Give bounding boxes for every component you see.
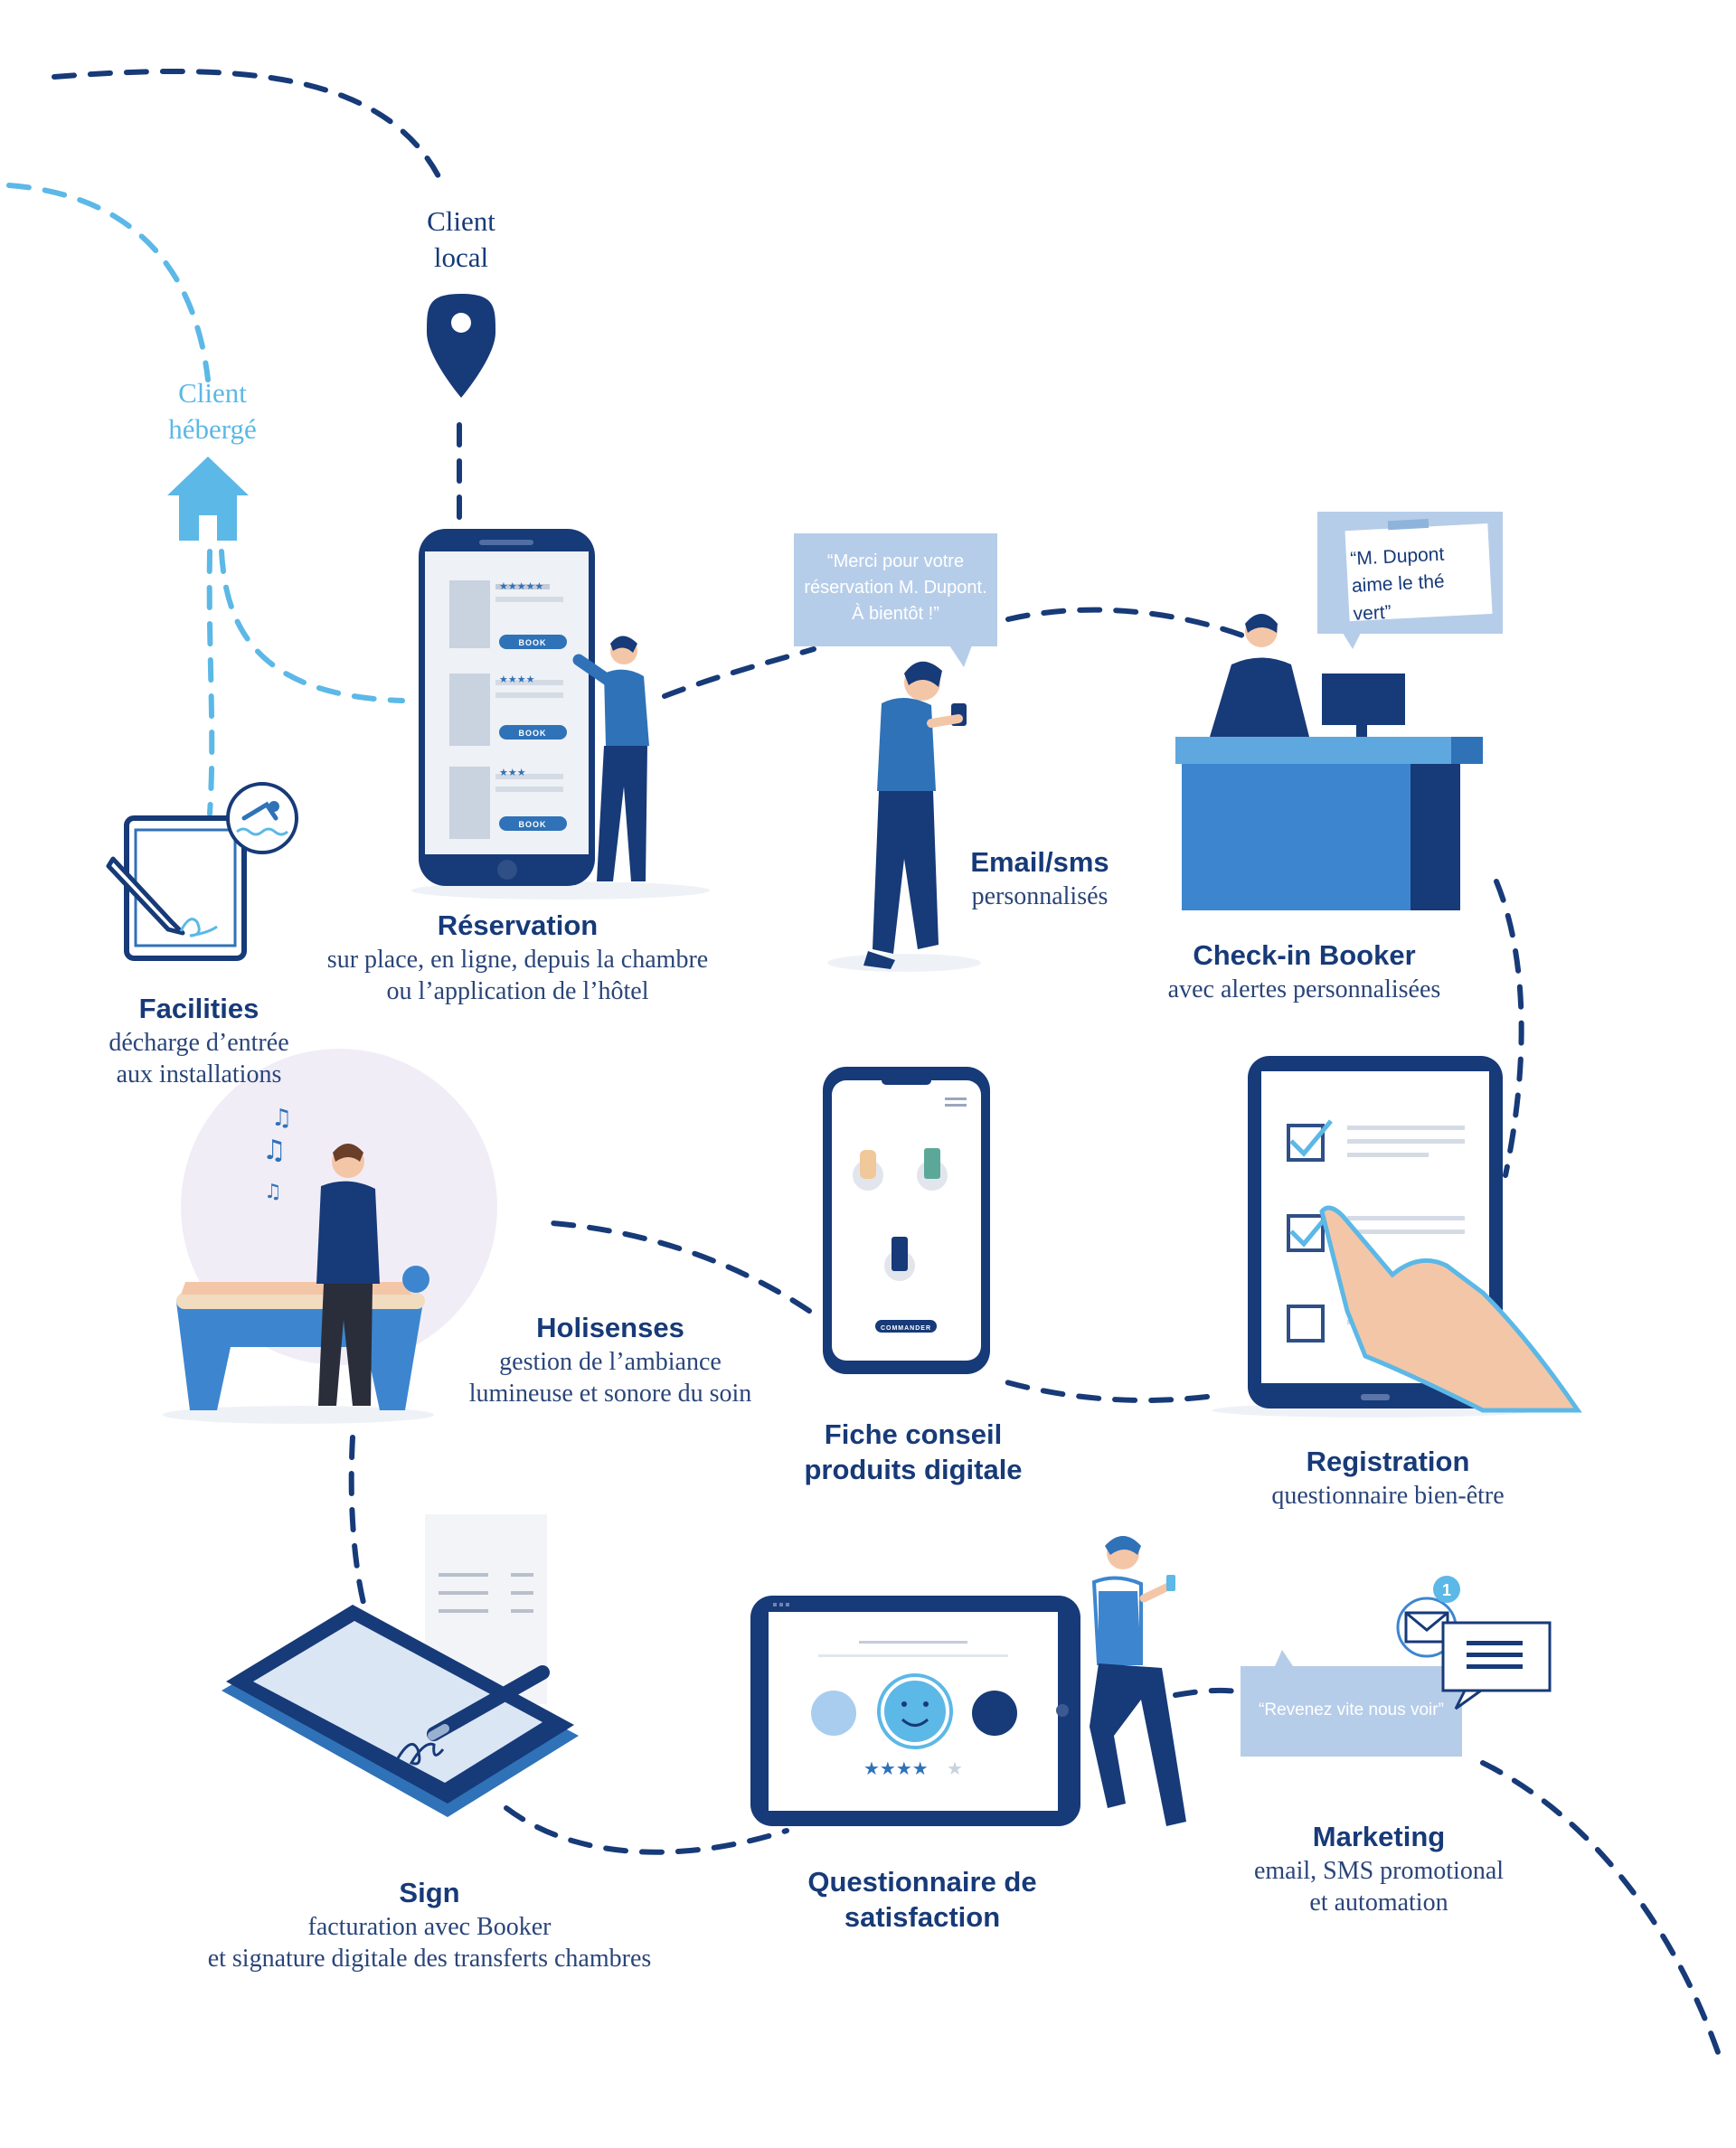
path-sign-to-questionnaire bbox=[504, 1805, 789, 1855]
path-client-heberge bbox=[6, 183, 211, 382]
path-questionnaire-to-marketing bbox=[1173, 1687, 1246, 1698]
woman-with-phone-illustration bbox=[827, 661, 981, 972]
step-holisenses: Holisenses gestion de l’ambiance lumineu… bbox=[439, 1311, 782, 1409]
step-title: satisfaction bbox=[844, 1900, 1001, 1933]
path-reservation-to-email bbox=[662, 646, 816, 699]
path-registration-to-fiche bbox=[1001, 1379, 1210, 1403]
svg-text:★★★: ★★★ bbox=[499, 767, 526, 778]
step-title: Registration bbox=[1306, 1446, 1470, 1477]
checkin-note-bubble bbox=[1317, 512, 1503, 649]
sign-tablet-illustration bbox=[222, 1514, 579, 1817]
commander-button-label: COMMANDER bbox=[881, 1325, 931, 1332]
step-subtitle: email, SMS promotional bbox=[1253, 1856, 1505, 1885]
path-email-to-checkin bbox=[1005, 607, 1250, 640]
client-heberge-line1: Client bbox=[178, 377, 247, 409]
client-heberge-label: Client hébergé bbox=[140, 375, 285, 448]
location-pin-icon bbox=[427, 294, 495, 398]
client-heberge-line2: hébergé bbox=[168, 413, 257, 446]
step-title: Fiche conseil bbox=[824, 1418, 1003, 1450]
step-subtitle: lumineuse et sonore du soin bbox=[468, 1379, 752, 1408]
client-local-line1: Client bbox=[427, 205, 495, 237]
man-booking-illustration bbox=[572, 636, 649, 881]
email-bubble-line: “Merci pour votre bbox=[826, 551, 965, 571]
man-walking-illustration bbox=[1090, 1536, 1186, 1826]
step-title: Réservation bbox=[437, 909, 599, 941]
step-fiche-conseil: Fiche conseil produits digitale bbox=[778, 1418, 1049, 1488]
step-title: Sign bbox=[399, 1877, 460, 1908]
step-title: Email/sms bbox=[970, 846, 1109, 878]
reservation-phone-illustration: ★★★★★ ★★★★ ★★★ bbox=[411, 529, 710, 900]
satisfaction-tablet-illustration: ★★★★ ★ bbox=[750, 1596, 1080, 1826]
book-button-label: BOOK bbox=[519, 820, 547, 829]
step-email-sms: Email/sms personnalisés bbox=[940, 845, 1139, 912]
step-registration: Registration questionnaire bien-être bbox=[1221, 1445, 1555, 1512]
path-checkin-to-registration bbox=[1494, 879, 1524, 1178]
email-speech-bubble bbox=[794, 533, 997, 667]
client-local-line2: local bbox=[433, 241, 489, 274]
registration-tablet-illustration bbox=[1212, 1056, 1582, 1418]
checkin-desk-illustration bbox=[1175, 614, 1483, 910]
path-fiche-to-holisenses bbox=[538, 1220, 812, 1314]
holisenses-massage-illustration: ♫ ♫ ♫ bbox=[163, 1049, 497, 1424]
facilities-tablet-illustration bbox=[106, 815, 247, 961]
path-holisenses-to-sign bbox=[348, 1435, 373, 1630]
step-title: Facilities bbox=[138, 993, 259, 1024]
book-button-label: BOOK bbox=[519, 729, 547, 738]
email-bubble-line: réservation M. Dupont. bbox=[804, 578, 987, 598]
step-subtitle: aux installations bbox=[116, 1060, 282, 1088]
step-subtitle: et automation bbox=[1309, 1888, 1448, 1917]
step-subtitle: sur place, en ligne, depuis la chambre bbox=[326, 945, 709, 974]
path-client-local bbox=[52, 69, 441, 179]
svg-text:♫: ♫ bbox=[262, 1135, 287, 1166]
step-subtitle: décharge d’entrée bbox=[108, 1028, 289, 1057]
step-subtitle: facturation avec Booker bbox=[307, 1912, 552, 1941]
house-icon bbox=[167, 457, 249, 541]
svg-text:♫: ♫ bbox=[271, 1105, 292, 1132]
svg-text:★★★★★: ★★★★★ bbox=[499, 580, 543, 592]
svg-text:★★★★: ★★★★ bbox=[863, 1757, 929, 1779]
email-bubble-line: À bientôt !” bbox=[852, 604, 939, 624]
step-subtitle: gestion de l’ambiance bbox=[499, 1347, 722, 1376]
step-checkin: Check-in Booker avec alertes personnalis… bbox=[1121, 938, 1487, 1005]
step-subtitle: avec alertes personnalisées bbox=[1167, 975, 1441, 1003]
marketing-bubbles-illustration bbox=[1241, 1576, 1552, 1757]
step-reservation: Réservation sur place, en ligne, depuis … bbox=[271, 909, 764, 1007]
step-questionnaire: Questionnaire de satisfaction bbox=[787, 1865, 1058, 1936]
email-bubble-text: “Merci pour votre réservation M. Dupont.… bbox=[794, 549, 997, 627]
swim-icon bbox=[226, 782, 298, 854]
client-local-label: Client local bbox=[393, 203, 529, 277]
book-button-label: BOOK bbox=[519, 638, 547, 647]
marketing-bubble-line: “Revenez vite nous voir” bbox=[1259, 1700, 1444, 1719]
step-subtitle: ou l’application de l’hôtel bbox=[386, 976, 649, 1005]
path-heberge-to-facilities bbox=[206, 549, 215, 816]
checkin-note-text: “M. Dupont aime le thé vert” bbox=[1350, 539, 1490, 628]
checkin-note-line: aime le thé vert” bbox=[1351, 571, 1446, 625]
step-facilities: Facilities décharge d’entrée aux install… bbox=[72, 992, 326, 1090]
svg-text:★: ★ bbox=[947, 1757, 963, 1779]
step-title: Marketing bbox=[1312, 1821, 1446, 1852]
path-heberge-to-phone bbox=[219, 549, 405, 703]
step-title: produits digitale bbox=[804, 1453, 1023, 1485]
notification-badge: 1 bbox=[1442, 1581, 1451, 1599]
svg-text:★★★★: ★★★★ bbox=[499, 674, 535, 685]
path-marketing-out bbox=[1480, 1760, 1721, 2055]
svg-text:♫: ♫ bbox=[264, 1181, 282, 1203]
marketing-bubble-text: “Revenez vite nous voir” bbox=[1241, 1698, 1462, 1723]
step-title: Check-in Booker bbox=[1193, 939, 1416, 971]
checkin-note-line: “M. Dupont bbox=[1349, 543, 1445, 570]
step-title: Questionnaire de bbox=[807, 1866, 1037, 1898]
step-subtitle: et signature digitale des transferts cha… bbox=[207, 1944, 652, 1973]
step-subtitle: questionnaire bien-être bbox=[1271, 1481, 1505, 1510]
step-subtitle: personnalisés bbox=[971, 881, 1109, 910]
step-marketing: Marketing email, SMS promotional et auto… bbox=[1221, 1820, 1537, 1918]
fiche-phone-illustration bbox=[823, 1067, 990, 1374]
step-title: Holisenses bbox=[536, 1312, 684, 1343]
step-sign: Sign facturation avec Booker et signatur… bbox=[158, 1876, 701, 1974]
